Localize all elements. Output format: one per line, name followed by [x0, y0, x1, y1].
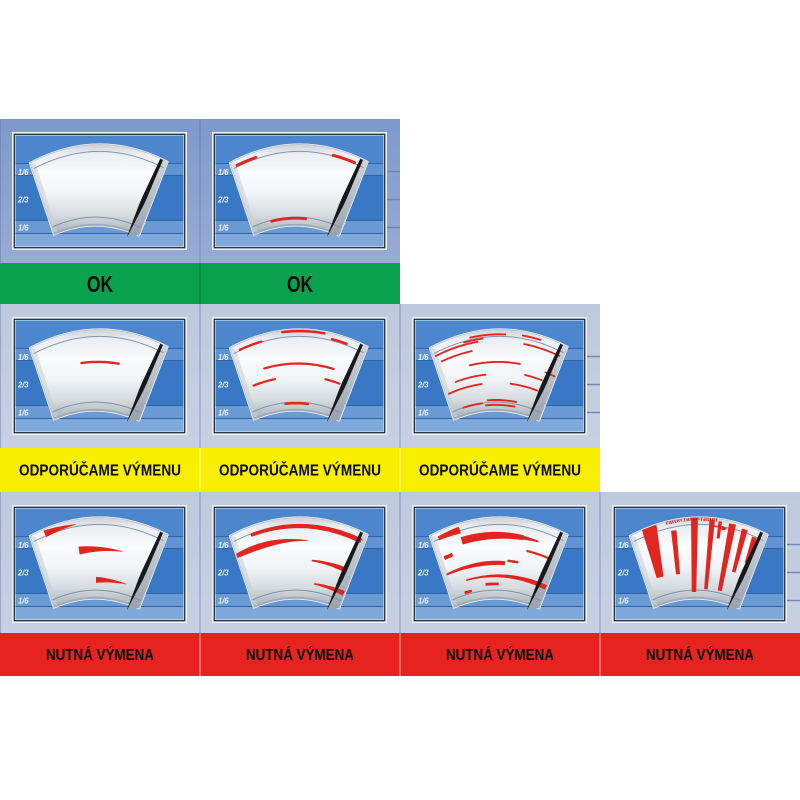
svg-text:ODPORÚČAME VÝMENU: ODPORÚČAME VÝMENU: [419, 462, 581, 480]
svg-text:ratter: ratter: [700, 516, 718, 524]
svg-text:ODPORÚČAME VÝMENU: ODPORÚČAME VÝMENU: [219, 462, 381, 480]
svg-text:1/6: 1/6: [18, 353, 29, 362]
svg-text:2/3: 2/3: [217, 196, 229, 205]
svg-text:OK: OK: [287, 271, 313, 297]
svg-text:2/3: 2/3: [17, 569, 29, 578]
svg-text:2/3: 2/3: [17, 196, 29, 205]
svg-text:ODPORÚČAME VÝMENU: ODPORÚČAME VÝMENU: [19, 462, 181, 480]
svg-text:NUTNÁ VÝMENA: NUTNÁ VÝMENA: [646, 646, 754, 664]
svg-text:1/6: 1/6: [218, 597, 229, 606]
svg-text:NUTNÁ VÝMENA: NUTNÁ VÝMENA: [246, 646, 354, 664]
svg-text:2/3: 2/3: [617, 569, 629, 578]
svg-text:1/6: 1/6: [18, 597, 29, 606]
svg-text:2/3: 2/3: [217, 381, 229, 390]
svg-text:1/6: 1/6: [18, 541, 29, 550]
svg-text:1/6: 1/6: [18, 168, 29, 177]
svg-text:1/6: 1/6: [618, 541, 629, 550]
svg-text:ratter: ratter: [683, 515, 702, 524]
svg-text:2/3: 2/3: [217, 569, 229, 578]
svg-text:1/6: 1/6: [218, 409, 229, 418]
svg-text:1/6: 1/6: [218, 224, 229, 233]
svg-text:1/6: 1/6: [418, 409, 429, 418]
svg-text:1/6: 1/6: [418, 541, 429, 550]
svg-text:2/3: 2/3: [17, 381, 29, 390]
svg-text:1/6: 1/6: [418, 597, 429, 606]
svg-text:ratter: ratter: [665, 516, 684, 527]
svg-text:2/3: 2/3: [417, 381, 429, 390]
svg-text:NUTNÁ VÝMENA: NUTNÁ VÝMENA: [46, 646, 154, 664]
svg-text:1/6: 1/6: [218, 168, 229, 177]
svg-text:1/6: 1/6: [218, 353, 229, 362]
svg-text:1/6: 1/6: [618, 597, 629, 606]
svg-text:NUTNÁ VÝMENA: NUTNÁ VÝMENA: [446, 646, 554, 664]
svg-text:1/6: 1/6: [18, 409, 29, 418]
svg-text:1/6: 1/6: [218, 541, 229, 550]
svg-text:2/3: 2/3: [417, 569, 429, 578]
svg-text:1/6: 1/6: [18, 224, 29, 233]
svg-text:OK: OK: [87, 271, 113, 297]
svg-text:1/6: 1/6: [418, 353, 429, 362]
